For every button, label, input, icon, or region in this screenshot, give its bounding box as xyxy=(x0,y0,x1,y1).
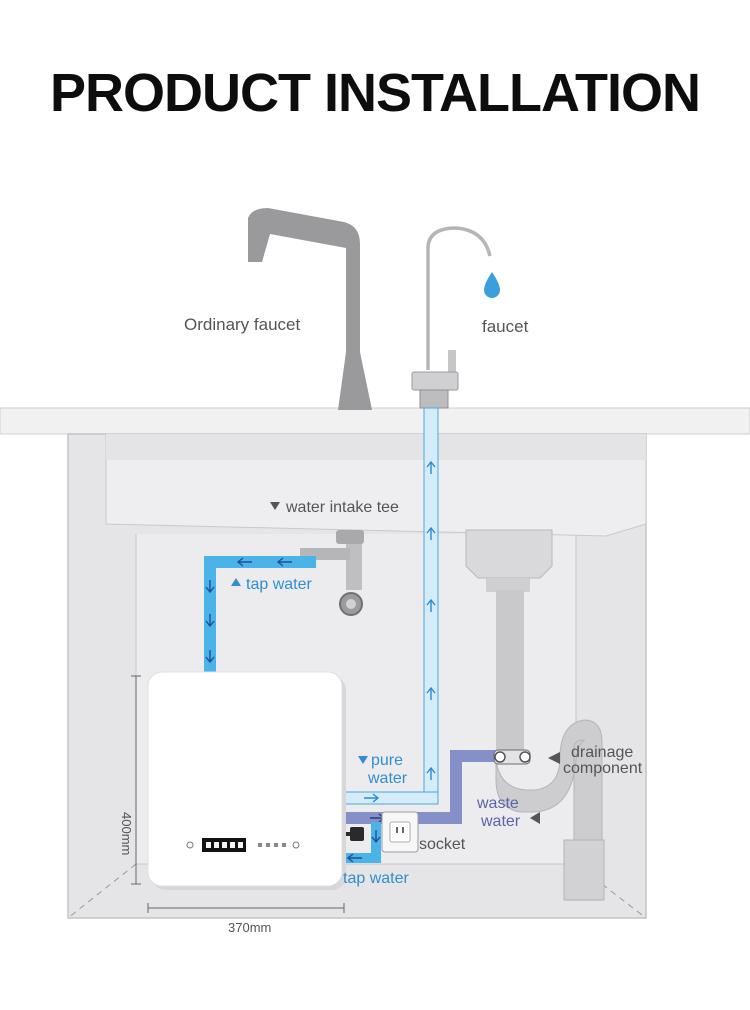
tap-water-label-top: tap water xyxy=(246,576,312,593)
indicator-light xyxy=(274,843,278,847)
height-dimension-label: 400mm xyxy=(119,812,134,855)
tap-water-label-bottom: tap water xyxy=(343,870,409,887)
drain-strainer xyxy=(465,529,553,579)
intake-tee-valve-center xyxy=(346,599,356,609)
tap-water-arrow xyxy=(276,557,292,567)
drain-p-trap xyxy=(495,719,603,843)
faucet-label: faucet xyxy=(482,317,529,336)
waste-water-marker-icon xyxy=(530,812,540,824)
drain-pipe-top xyxy=(486,578,530,592)
purifier-unit xyxy=(147,671,343,887)
drainage-marker-icon xyxy=(548,752,560,764)
socket-slot xyxy=(402,827,404,833)
socket-label: socket xyxy=(419,836,466,853)
drain-pipe-vertical xyxy=(496,590,524,760)
water-intake-tee-label: water intake tee xyxy=(285,499,399,516)
settings-button-icon xyxy=(292,841,300,849)
pure-label: pure xyxy=(371,752,403,769)
width-dimension-label: 370mm xyxy=(228,920,271,935)
faucet-body xyxy=(411,371,459,391)
sink-basin-shade xyxy=(106,434,646,460)
faucet-handle xyxy=(448,350,456,380)
drain-outlet xyxy=(563,839,605,901)
countertop xyxy=(0,407,750,435)
waste-label: waste xyxy=(476,795,519,812)
display-segment xyxy=(238,842,243,848)
drainage-label: drainage xyxy=(571,744,633,761)
display-segment xyxy=(222,842,227,848)
pure-water-faucet xyxy=(426,226,492,370)
indicator-light xyxy=(266,843,270,847)
pure-water-arrow xyxy=(426,686,436,700)
pure-water-arrow xyxy=(426,766,436,780)
indicator-light xyxy=(282,843,286,847)
faucet-base xyxy=(419,389,449,409)
drainage-component-label: component xyxy=(563,760,643,777)
tap-water-arrow xyxy=(236,557,252,567)
ordinary-faucet-label: Ordinary faucet xyxy=(184,315,300,334)
display-segment xyxy=(214,842,219,848)
drain-clamp-bolt xyxy=(519,751,531,763)
pure-water-arrow xyxy=(426,526,436,540)
pure-water-arrow xyxy=(364,793,380,803)
display-segment xyxy=(230,842,235,848)
tap-water-arrow xyxy=(346,853,362,863)
pure-water-pipe-horizontal xyxy=(341,791,439,805)
tap-water-marker-icon xyxy=(231,578,241,586)
cabinet-perspective-left xyxy=(67,863,137,919)
socket-faceplate xyxy=(389,821,411,843)
pure-water-arrow xyxy=(426,598,436,612)
tap-water-arrow xyxy=(205,614,215,628)
intake-tee-pipe xyxy=(346,530,362,590)
power-plug xyxy=(350,827,364,841)
pure-water-marker-icon xyxy=(358,756,368,764)
tap-water-arrow xyxy=(371,830,381,844)
water-intake-tee-marker-icon xyxy=(270,502,280,510)
page-title: PRODUCT INSTALLATION xyxy=(50,63,701,123)
water-drop-icon xyxy=(484,272,500,298)
power-button-icon xyxy=(186,841,194,849)
waste-water-label: water xyxy=(480,813,521,830)
intake-tee-nut xyxy=(336,530,364,544)
socket-slot xyxy=(396,827,398,833)
drain-clamp-bolt xyxy=(494,751,506,763)
pure-water-arrow xyxy=(426,460,436,474)
indicator-light xyxy=(258,843,262,847)
pure-water-label: water xyxy=(367,770,408,787)
tap-water-arrow xyxy=(205,580,215,594)
display-segment xyxy=(206,842,211,848)
ordinary-faucet xyxy=(248,208,372,410)
tap-water-arrow xyxy=(205,650,215,664)
